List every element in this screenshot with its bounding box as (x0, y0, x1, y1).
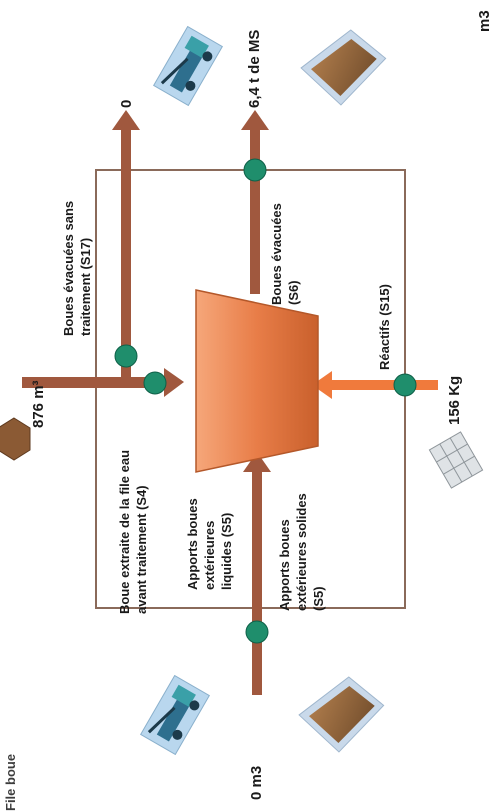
s5-inflow-arrow-shaft (252, 470, 262, 695)
s17-label: Boues évacuées sans traitement (S17) (61, 200, 93, 336)
flow-arrows (22, 110, 271, 695)
junction-s6 (243, 158, 267, 182)
s15-reagent-arrowhead (312, 371, 332, 399)
s6-label: Boues évacuées (S6) (269, 203, 301, 305)
truck-icon (152, 25, 224, 107)
sludge-heap-icon (298, 676, 385, 753)
s17-outflow-arrowhead (112, 110, 140, 130)
s4-inflow-arrow-drop (121, 360, 131, 385)
junction-s17 (114, 344, 138, 368)
s4-value: 876 m³ (30, 380, 47, 428)
s4-inflow-arrow-shaft (22, 377, 167, 388)
s5-inflow-arrowhead (243, 452, 271, 472)
junction-s4 (143, 371, 167, 395)
s6-outflow-arrowhead (241, 110, 269, 130)
s15-label: Réactifs (S15) (377, 284, 392, 370)
junction-nodes (114, 158, 417, 644)
chemical-container-icon (428, 431, 484, 489)
s15-reagent-arrow-shaft (330, 380, 438, 390)
s5-value: 0 m3 (248, 765, 265, 800)
sludge-heap-icon (300, 29, 387, 106)
top-right-unit-label: m3 (476, 10, 493, 32)
sludge-pile-icon (0, 417, 31, 461)
s6-value: 6,4 t de MS (246, 29, 263, 108)
s17-value: 0 (118, 99, 135, 108)
header-title-fragment: File boue (3, 753, 18, 811)
treatment-unit (195, 289, 319, 473)
s17-outflow-arrow-shaft (121, 128, 131, 374)
s15-value: 156 Kg (446, 375, 463, 425)
s4-inflow-arrowhead (164, 368, 184, 397)
junction-s15 (393, 373, 417, 397)
junction-s5 (245, 620, 269, 644)
truck-icon (139, 674, 211, 756)
s5-liquid-label: Apports boues extérieures liquides (S5) (185, 498, 234, 590)
s4-label: Boue extraite de la file eau avant trait… (117, 449, 149, 614)
reagent-arrow (312, 371, 438, 399)
s5-solid-label: Apports boues extérieures solides (S5) (277, 493, 326, 611)
s6-outflow-arrow-shaft (250, 128, 260, 294)
